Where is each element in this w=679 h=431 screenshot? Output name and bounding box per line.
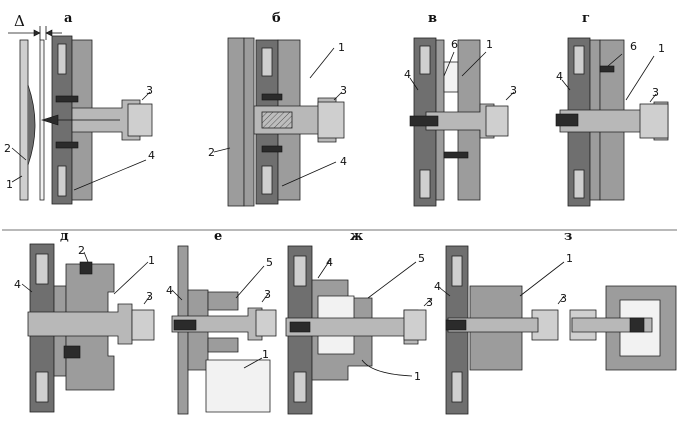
callout-2: 2 bbox=[4, 142, 11, 155]
panel-e: 5 4 3 1 е bbox=[166, 229, 277, 415]
callout-1: 1 bbox=[566, 252, 573, 265]
callout-1: 1 bbox=[338, 41, 345, 54]
panel-label: е bbox=[214, 229, 222, 244]
panel-zh: 4 5 3 1 ж bbox=[285, 229, 433, 415]
panel-label: ж bbox=[350, 229, 363, 244]
callout-2: 2 bbox=[78, 244, 85, 257]
callout-4: 4 bbox=[434, 280, 441, 293]
callout-5: 5 bbox=[266, 256, 273, 269]
panel-label: в bbox=[428, 11, 437, 26]
callout-5: 5 bbox=[418, 252, 425, 265]
panel-b: 1 2 3 4 б bbox=[208, 11, 347, 207]
callout-1: 1 bbox=[148, 254, 155, 267]
gap-symbol: Δ bbox=[14, 12, 25, 30]
callout-1: 1 bbox=[486, 38, 493, 51]
panel-g: 6 1 4 3 г bbox=[555, 11, 669, 207]
callout-6: 6 bbox=[451, 38, 458, 51]
panel-label: б bbox=[272, 11, 281, 26]
callout-3: 3 bbox=[146, 84, 153, 97]
panel-label: г bbox=[582, 11, 590, 26]
callout-4: 4 bbox=[556, 70, 563, 83]
callout-4: 4 bbox=[14, 278, 21, 291]
callout-6: 6 bbox=[630, 40, 637, 53]
callout-1: 1 bbox=[414, 370, 421, 383]
callout-3: 3 bbox=[340, 84, 347, 97]
panel-a: Δ 3 2 1 4 а bbox=[4, 11, 155, 205]
callout-1: 1 bbox=[6, 178, 13, 191]
callout-3: 3 bbox=[560, 292, 567, 305]
callout-3: 3 bbox=[510, 84, 517, 97]
callout-3: 3 bbox=[264, 288, 271, 301]
panel-label: з bbox=[564, 229, 572, 244]
callout-1: 1 bbox=[658, 42, 665, 55]
callout-2: 2 bbox=[208, 146, 215, 159]
panel-v: 6 1 4 3 в bbox=[404, 11, 517, 207]
callout-4: 4 bbox=[166, 284, 173, 297]
callout-3: 3 bbox=[146, 290, 153, 303]
callout-1: 1 bbox=[262, 348, 269, 361]
gap-indicator: Δ bbox=[8, 12, 62, 40]
panel-d: 2 1 4 3 д bbox=[14, 229, 155, 413]
panel-label: а bbox=[64, 11, 73, 26]
callout-4: 4 bbox=[340, 155, 347, 168]
callout-4: 4 bbox=[326, 256, 333, 269]
callout-4: 4 bbox=[404, 68, 411, 81]
panel-z: 1 4 3 з bbox=[434, 229, 677, 415]
callout-4: 4 bbox=[148, 149, 155, 162]
callout-3: 3 bbox=[652, 86, 659, 99]
panel-label: д bbox=[60, 229, 69, 244]
callout-3: 3 bbox=[426, 296, 433, 309]
